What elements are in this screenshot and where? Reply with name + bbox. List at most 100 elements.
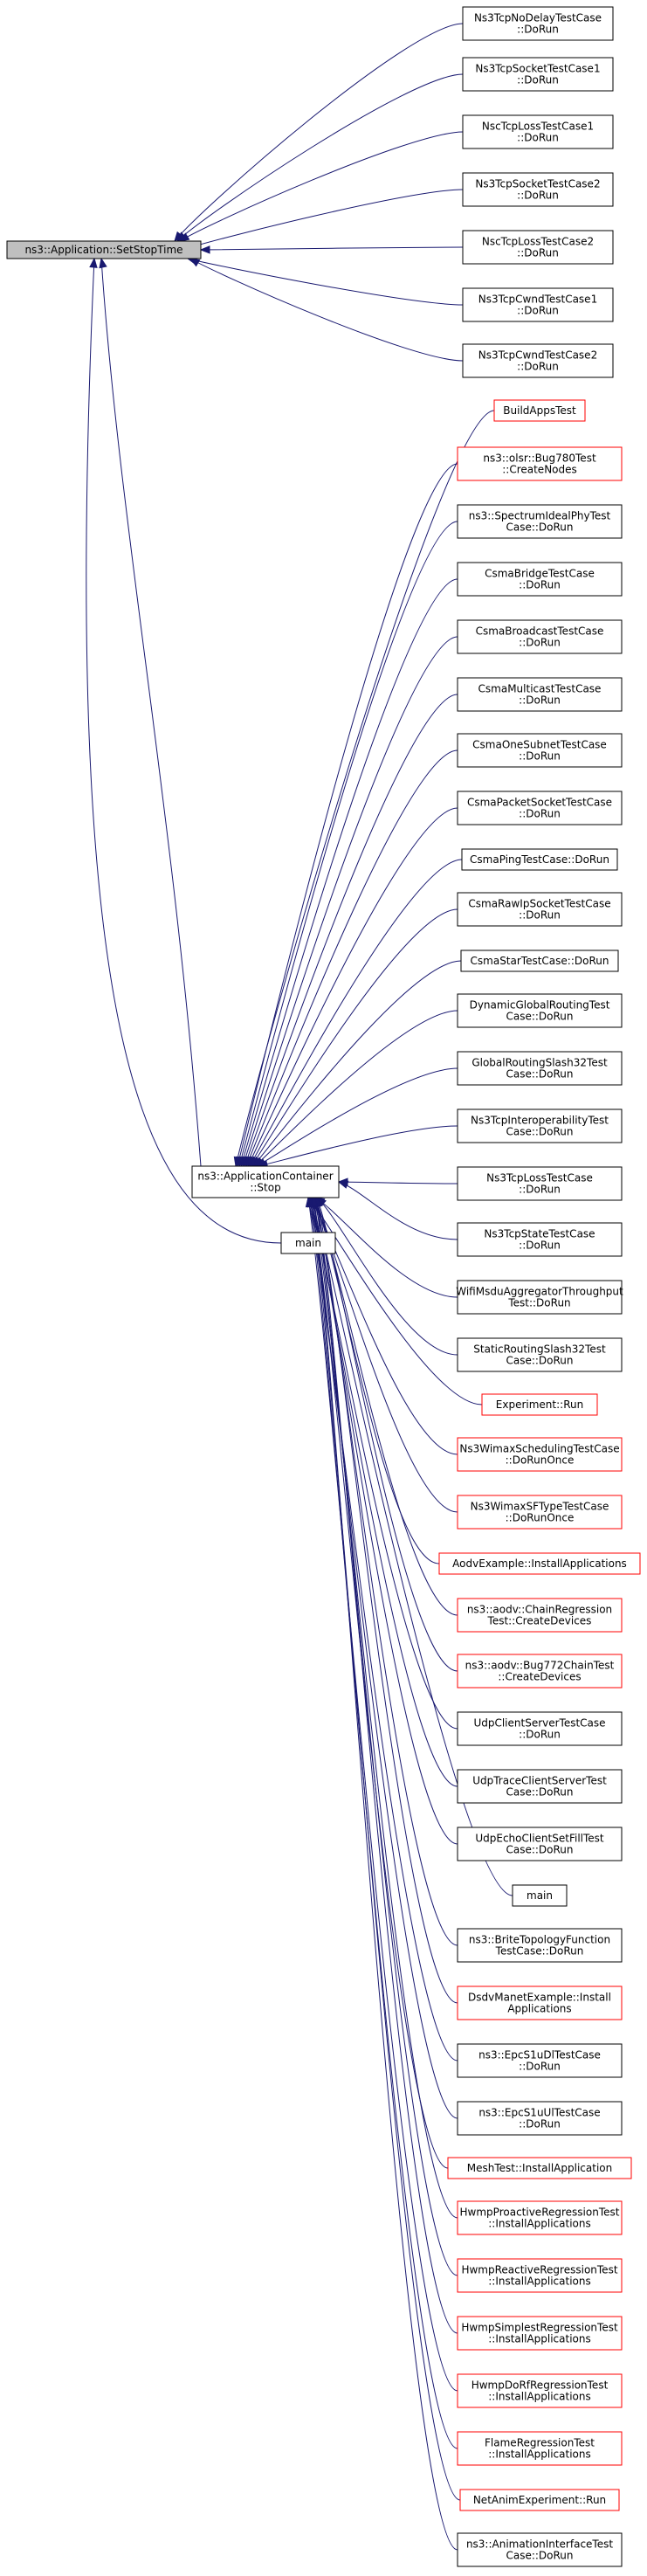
edge-container-caller-18 bbox=[316, 1197, 458, 1356]
container-caller-10[interactable]: CsmaRawIpSocketTestCase::DoRun bbox=[457, 892, 623, 927]
container-caller-37[interactable]: HwmpDoRfRegressionTest::InstallApplicati… bbox=[457, 2373, 623, 2408]
direct-caller-5[interactable]: NscTcpLossTestCase2::DoRun bbox=[462, 230, 614, 265]
edge-container-caller-2 bbox=[237, 463, 458, 1167]
container-caller-33-label: MeshTest::InstallApplication bbox=[467, 2162, 612, 2174]
direct-caller-6-label: Ns3TcpCwndTestCase1 bbox=[478, 294, 597, 306]
direct-caller-6[interactable]: Ns3TcpCwndTestCase1::DoRun bbox=[462, 287, 614, 322]
edge-container-caller-6 bbox=[244, 694, 458, 1167]
container-caller-14-box bbox=[457, 1108, 623, 1143]
container-caller-27-label: Case::DoRun bbox=[506, 1844, 573, 1856]
container-caller-5-box bbox=[457, 619, 623, 654]
container-caller-8-label: ::DoRun bbox=[519, 808, 561, 820]
container-caller-30[interactable]: DsdvManetExample::InstallApplications bbox=[457, 1986, 623, 2020]
container-caller-12-box bbox=[457, 993, 623, 1028]
direct-caller-2-box bbox=[462, 57, 614, 92]
edge-container-caller-14 bbox=[258, 1125, 458, 1167]
edge-container-caller-16 bbox=[338, 1181, 458, 1240]
container-caller-9[interactable]: CsmaPingTestCase::DoRun bbox=[461, 848, 618, 871]
container-caller-18-box bbox=[457, 1337, 623, 1372]
container-caller-4[interactable]: CsmaBridgeTestCase::DoRun bbox=[457, 562, 623, 597]
container-caller-29[interactable]: ns3::BriteTopologyFunctionTestCase::DoRu… bbox=[457, 1928, 623, 1963]
container-caller-15[interactable]: Ns3TcpLossTestCase::DoRun bbox=[457, 1166, 623, 1201]
edge-main-to-settime-arrowhead bbox=[89, 257, 98, 268]
application-container-stop-node[interactable]: ns3::ApplicationContainer::Stop bbox=[191, 1165, 340, 1198]
container-caller-33-box bbox=[447, 2157, 632, 2179]
container-caller-21[interactable]: Ns3WimaxSFTypeTestCase::DoRunOnce bbox=[457, 1495, 623, 1530]
direct-caller-1[interactable]: Ns3TcpNoDelayTestCase::DoRun bbox=[462, 6, 614, 41]
container-caller-20[interactable]: Ns3WimaxSchedulingTestCase::DoRunOnce bbox=[457, 1437, 623, 1472]
direct-caller-1-box bbox=[462, 6, 614, 41]
container-caller-40-box bbox=[457, 2532, 623, 2567]
edge-container-caller-11 bbox=[252, 960, 462, 1167]
container-caller-19[interactable]: Experiment::Run bbox=[481, 1393, 598, 1416]
container-caller-8-box bbox=[457, 791, 623, 825]
container-caller-22[interactable]: AodvExample::InstallApplications bbox=[438, 1552, 641, 1575]
container-caller-11[interactable]: CsmaStarTestCase::DoRun bbox=[460, 950, 619, 972]
container-caller-39[interactable]: NetAnimExperiment::Run bbox=[459, 2489, 620, 2511]
edge-container-caller-26 bbox=[309, 1197, 458, 1787]
edge-direct-3-arrowhead bbox=[178, 232, 190, 242]
container-caller-37-box bbox=[457, 2373, 623, 2408]
direct-caller-4[interactable]: Ns3TcpSocketTestCase2::DoRun bbox=[462, 172, 614, 207]
direct-caller-4-label: ::DoRun bbox=[517, 190, 559, 202]
main-node-left[interactable]: main bbox=[280, 1232, 336, 1254]
container-caller-23[interactable]: ns3::aodv::ChainRegressionTest::CreateDe… bbox=[457, 1598, 623, 1633]
container-caller-26-label: UdpTraceClientServerTest bbox=[472, 1775, 607, 1787]
container-caller-21-box bbox=[457, 1495, 623, 1530]
container-caller-35[interactable]: HwmpReactiveRegressionTest::InstallAppli… bbox=[457, 2258, 623, 2293]
edge-main-to-settime bbox=[86, 258, 282, 1244]
container-caller-6[interactable]: CsmaMulticastTestCase::DoRun bbox=[457, 677, 623, 712]
container-caller-20-label: ::DoRunOnce bbox=[506, 1454, 575, 1467]
direct-caller-1-label: ::DoRun bbox=[517, 24, 559, 36]
container-caller-30-box bbox=[457, 1986, 623, 2020]
edge-container-caller-36 bbox=[316, 1197, 458, 2334]
container-caller-26-box bbox=[457, 1769, 623, 1804]
direct-caller-7[interactable]: Ns3TcpCwndTestCase2::DoRun bbox=[462, 343, 614, 378]
edge-container-caller-40-arrowhead bbox=[310, 1196, 320, 1208]
container-caller-5[interactable]: CsmaBroadcastTestCase::DoRun bbox=[457, 619, 623, 654]
container-caller-16[interactable]: Ns3TcpStateTestCase::DoRun bbox=[457, 1222, 623, 1257]
container-caller-28[interactable]: main bbox=[512, 1884, 568, 1907]
container-caller-7[interactable]: CsmaOneSubnetTestCase::DoRun bbox=[457, 733, 623, 768]
container-caller-38[interactable]: FlameRegressionTest::InstallApplications bbox=[457, 2431, 623, 2466]
container-caller-35-label: ::InstallApplications bbox=[488, 2276, 591, 2288]
container-caller-38-label: ::InstallApplications bbox=[488, 2448, 591, 2461]
container-caller-7-label: CsmaOneSubnetTestCase bbox=[472, 739, 607, 751]
edge-container-caller-28 bbox=[313, 1197, 513, 1896]
set-stop-time-node[interactable]: ns3::Application::SetStopTime bbox=[6, 240, 202, 259]
edge-direct-6 bbox=[187, 258, 464, 306]
container-caller-21-label: ::DoRunOnce bbox=[506, 1512, 575, 1524]
container-caller-24[interactable]: ns3::aodv::Bug772ChainTest::CreateDevice… bbox=[457, 1654, 623, 1689]
container-caller-33[interactable]: MeshTest::InstallApplication bbox=[447, 2157, 632, 2179]
direct-caller-3[interactable]: NscTcpLossTestCase1::DoRun bbox=[462, 114, 614, 149]
direct-caller-2[interactable]: Ns3TcpSocketTestCase1::DoRun bbox=[462, 57, 614, 92]
container-caller-36-box bbox=[457, 2316, 623, 2351]
container-caller-16-box bbox=[457, 1222, 623, 1257]
container-caller-32[interactable]: ns3::EpcS1uUlTestCase::DoRun bbox=[457, 2101, 623, 2136]
container-caller-8[interactable]: CsmaPacketSocketTestCase::DoRun bbox=[457, 791, 623, 825]
container-caller-34[interactable]: HwmpProactiveRegressionTest::InstallAppl… bbox=[457, 2200, 623, 2235]
container-caller-2-label: ::CreateNodes bbox=[502, 464, 577, 476]
container-caller-36[interactable]: HwmpSimplestRegressionTest::InstallAppli… bbox=[457, 2316, 623, 2351]
edge-container-caller-16-arrowhead bbox=[337, 1180, 349, 1189]
direct-caller-3-box bbox=[462, 114, 614, 149]
container-caller-37-label: HwmpDoRfRegressionTest bbox=[471, 2379, 609, 2392]
container-caller-25[interactable]: UdpClientServerTestCase::DoRun bbox=[457, 1711, 623, 1746]
container-caller-20-box bbox=[457, 1437, 623, 1472]
edge-container-to-settime-arrowhead bbox=[99, 257, 107, 269]
container-caller-2[interactable]: ns3::olsr::Bug780Test::CreateNodes bbox=[457, 446, 623, 481]
edge-container-caller-39 bbox=[311, 1197, 461, 2501]
set-stop-time-node-label: ns3::Application::SetStopTime bbox=[24, 244, 182, 256]
container-caller-31[interactable]: ns3::EpcS1uDlTestCase::DoRun bbox=[457, 2043, 623, 2078]
container-caller-1[interactable]: BuildAppsTest bbox=[493, 399, 586, 422]
edge-container-caller-5 bbox=[242, 636, 458, 1167]
